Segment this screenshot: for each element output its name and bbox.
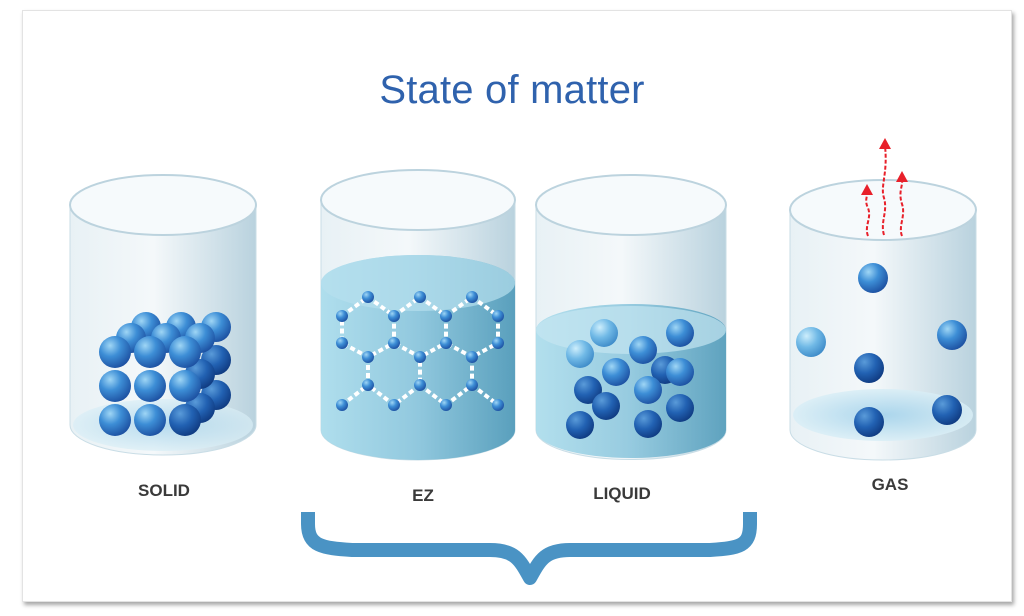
grouping-brace-icon — [301, 512, 757, 585]
label-ez: EZ — [412, 486, 434, 505]
liquid-container — [535, 174, 727, 461]
arrow-heads — [861, 138, 908, 195]
ez-container — [320, 169, 516, 461]
page-title: State of matter — [379, 68, 645, 112]
label-solid: SOLID — [138, 481, 190, 500]
liquid-molecules — [566, 319, 694, 439]
evaporation-arrows-icon — [865, 145, 905, 237]
ez-molecules — [336, 291, 504, 411]
solid-container — [69, 174, 257, 456]
gas-molecules — [796, 263, 967, 437]
gas-container — [789, 138, 977, 461]
label-gas: GAS — [871, 475, 909, 494]
label-liquid: LIQUID — [593, 484, 651, 503]
solid-lattice-molecules — [99, 312, 231, 436]
